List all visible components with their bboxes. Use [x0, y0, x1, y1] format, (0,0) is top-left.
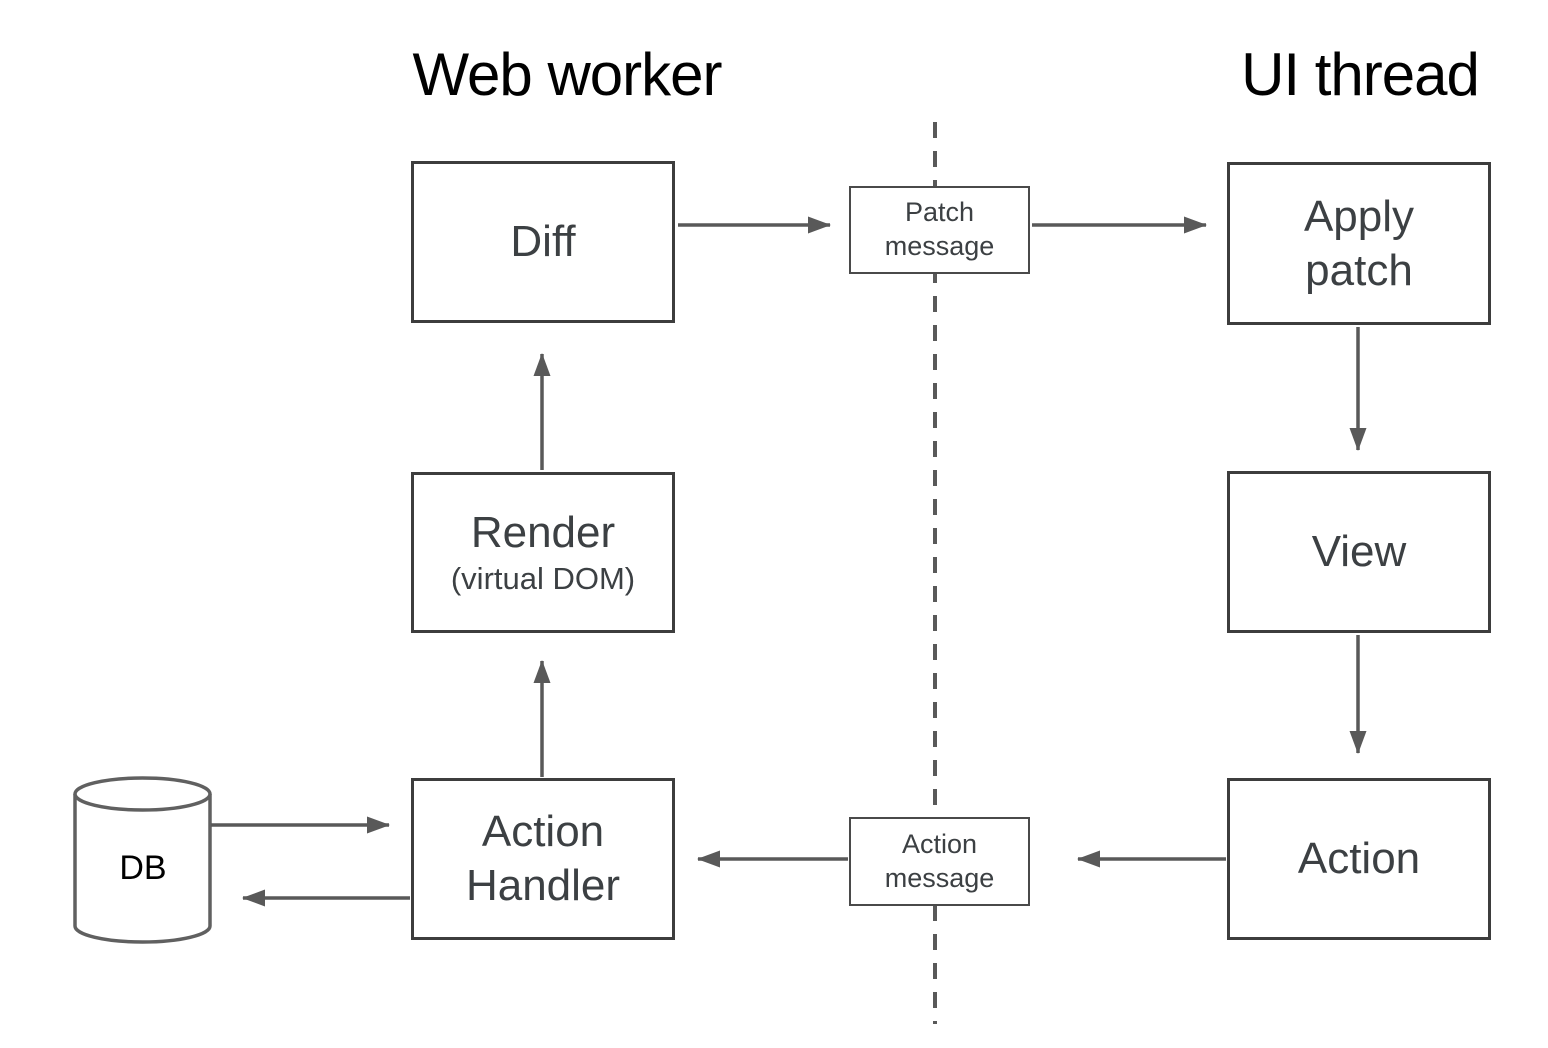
node-apply-patch-label-line1: Apply [1303, 191, 1415, 241]
node-apply-patch: Apply patch [1227, 162, 1491, 325]
node-render: Render (virtual DOM) [411, 472, 675, 633]
node-apply-patch-label-line2: patch [1305, 245, 1413, 295]
node-action-handler-label-line2: Handler [465, 861, 621, 910]
node-view: View [1227, 471, 1491, 633]
node-view-label: View [1311, 527, 1407, 577]
node-action-handler-label-line1: Action [481, 807, 605, 857]
node-action-handler: Action Handler [411, 778, 675, 940]
node-render-sublabel: (virtual DOM) [450, 560, 636, 596]
node-action: Action [1227, 778, 1491, 940]
node-action-label: Action [1297, 834, 1421, 884]
message-box-patch: Patch message [849, 186, 1030, 274]
lane-title-web-worker: Web worker [412, 41, 723, 108]
node-diff-label: Diff [510, 217, 576, 267]
action-message-label-line2: message [884, 862, 995, 893]
database-label: DB [119, 848, 167, 887]
patch-message-label-line2: message [884, 231, 995, 261]
action-message-label-line1: Action [901, 828, 978, 859]
node-diff: Diff [411, 161, 675, 323]
lane-title-ui-thread: UI thread [1241, 41, 1480, 108]
node-render-label: Render [470, 508, 616, 558]
database-cylinder-icon [73, 776, 212, 944]
patch-message-label-line1: Patch [904, 197, 975, 228]
message-box-action: Action message [849, 817, 1030, 906]
